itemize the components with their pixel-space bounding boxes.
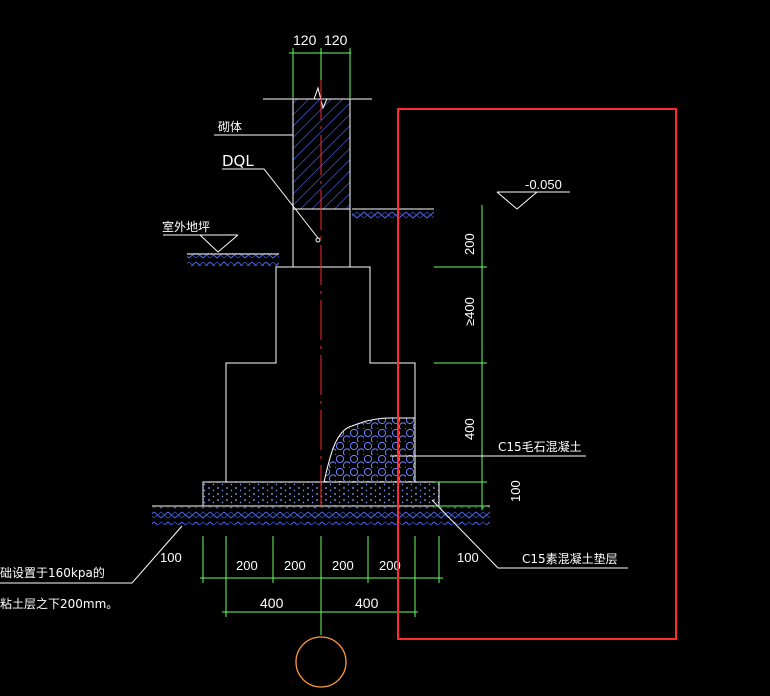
cushion-leader <box>431 499 628 569</box>
axis-bubble <box>295 636 347 688</box>
dim-b-100-right: 100 <box>457 550 479 565</box>
rubble-concrete-label: C15毛石混凝土 <box>498 439 582 454</box>
cushion-label: C15素混凝土垫层 <box>522 551 618 566</box>
outdoor-grade-mark <box>163 234 239 253</box>
dim-b-200-4: 200 <box>379 558 401 573</box>
dim-b-200-3: 200 <box>332 558 354 573</box>
dim-b-400-right: 400 <box>355 595 379 611</box>
dim-v-400: 400 <box>462 418 477 440</box>
soil-note-leader <box>0 525 183 584</box>
masonry-wall <box>263 86 372 210</box>
dim-v-100: 100 <box>508 480 523 502</box>
masonry-label: 砌体 <box>218 120 242 134</box>
dim-top-left: 120 <box>293 32 317 48</box>
dql-leader-dot <box>315 237 321 243</box>
soil-note-line1: 础设置于160kpa的 <box>0 565 105 580</box>
dim-v-200: 200 <box>462 233 477 255</box>
bottom-dimension-chain <box>200 536 443 635</box>
rubble-concrete-fill <box>323 417 416 483</box>
top-dimension <box>289 48 351 98</box>
dql-leader <box>222 168 319 239</box>
right-vertical-dimension <box>434 205 487 510</box>
dim-b-100-left: 100 <box>160 550 182 565</box>
outdoor-grade-label: 室外地坪 <box>162 219 210 234</box>
highlight-box <box>397 108 677 640</box>
soil-note-line2: 粘土层之下200mm。 <box>0 596 118 611</box>
elevation-label: -0.050 <box>525 177 562 192</box>
dim-b-200-1: 200 <box>236 558 258 573</box>
dim-b-200-2: 200 <box>284 558 306 573</box>
dql-label: DQL <box>222 152 254 170</box>
elevation-mark <box>496 191 570 210</box>
ground-soil-hatch <box>152 208 490 525</box>
dim-b-400-left: 400 <box>260 595 284 611</box>
dim-v-400-ge: ≥400 <box>462 297 477 326</box>
dim-top-right: 120 <box>324 32 348 48</box>
